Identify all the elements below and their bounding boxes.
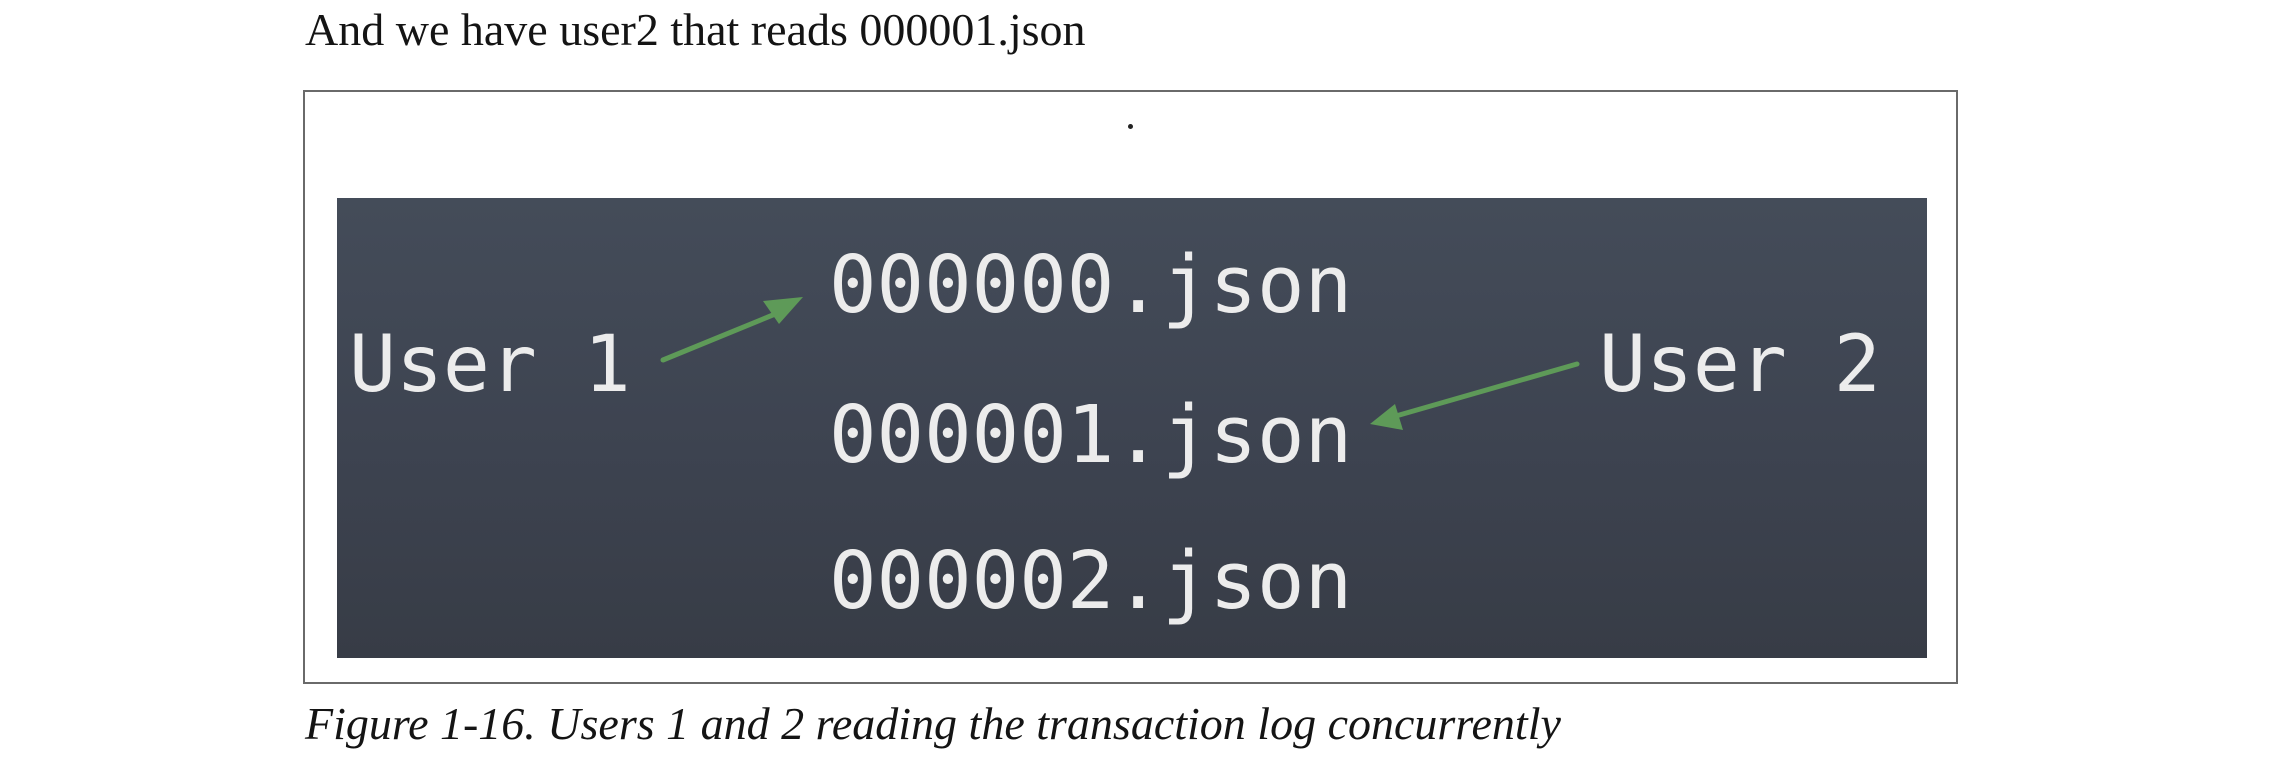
- stray-dot: [1128, 124, 1133, 129]
- file-000001-label: 000001.json: [829, 389, 1353, 481]
- user1-label: User 1: [349, 320, 631, 410]
- file-000002-label: 000002.json: [829, 535, 1353, 627]
- arrow-user2-to-000001-icon: [1370, 361, 1580, 430]
- file-000000-label: 000000.json: [829, 239, 1353, 331]
- arrows-layer: [660, 297, 1580, 430]
- transaction-log-slide: 000000.json 000001.json 000002.json User…: [337, 198, 1927, 658]
- arrow-user1-to-000000-icon: [660, 297, 803, 363]
- intro-paragraph: And we have user2 that reads 000001.json: [305, 4, 1086, 55]
- figure-caption: Figure 1-16. Users 1 and 2 reading the t…: [305, 698, 1561, 749]
- user2-label: User 2: [1599, 320, 1881, 410]
